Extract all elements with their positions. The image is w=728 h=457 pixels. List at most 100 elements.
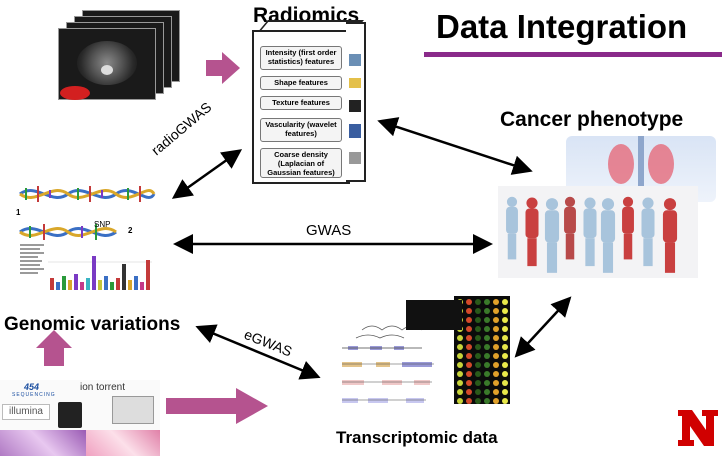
microarray-spot — [502, 317, 508, 323]
microarray-spot — [484, 317, 490, 323]
radiomics-phenotype-arrow — [377, 117, 533, 175]
microarray-spot — [475, 398, 481, 404]
microarray-spot — [502, 299, 508, 305]
tumor-segmentation — [60, 86, 90, 100]
flow-arrow-ct-to-radiomics — [206, 52, 240, 84]
dna-snp-panel: 1 2 SNP — [16, 182, 156, 294]
population-figures — [498, 186, 698, 278]
microarray-spot — [493, 344, 499, 350]
microarray-spot — [466, 344, 472, 350]
egwas-arrow — [195, 324, 321, 380]
microarray-spot — [493, 299, 499, 305]
person-figure — [506, 196, 518, 260]
microarray-spot — [502, 353, 508, 359]
transcriptomic-data-label: Transcriptomic data — [336, 428, 498, 447]
microarray-spot — [475, 353, 481, 359]
microarray-spot — [484, 308, 490, 314]
snp-label: SNP — [94, 220, 111, 229]
microarray-spot — [457, 344, 463, 350]
microarray-spot — [457, 389, 463, 395]
histology-slide — [0, 430, 86, 456]
microarray-spot — [484, 380, 490, 386]
microarray-spot — [475, 371, 481, 377]
sequencer-device — [58, 402, 82, 428]
genomic-variations-label: Genomic variations — [4, 314, 181, 335]
person-figure — [600, 198, 616, 273]
microarray-back-panel — [406, 300, 462, 330]
person-figure — [622, 196, 634, 260]
microarray-spot — [475, 299, 481, 305]
person-figure — [641, 197, 655, 267]
logo-454-sub: SEQUENCING — [12, 392, 56, 398]
microarray-spot — [466, 353, 472, 359]
microarray-spot — [493, 326, 499, 332]
unl-logo-icon — [674, 404, 722, 452]
feature-shape: Shape features — [260, 76, 342, 90]
person-figure — [544, 198, 560, 273]
flow-arrow-seq-to-transcriptomic — [166, 388, 268, 424]
microarray-spot — [484, 335, 490, 341]
logo-illumina: illumina — [2, 404, 50, 420]
logo-454: 454 — [24, 382, 40, 392]
microarray-spot — [466, 398, 472, 404]
microarray-spot — [457, 362, 463, 368]
microarray-spot — [502, 398, 508, 404]
radiogwas-arrow — [171, 149, 243, 199]
microarray-spot — [475, 380, 481, 386]
microarray-spot — [466, 335, 472, 341]
transcriptomic-phenotype-arrow — [514, 296, 572, 358]
microarray-spot — [484, 344, 490, 350]
microarray-spot — [466, 317, 472, 323]
radiomics-box-side — [346, 22, 366, 182]
flow-arrow-seq-to-genomic — [36, 330, 72, 366]
person-figure — [583, 197, 597, 267]
microarray-spot — [493, 362, 499, 368]
microarray-spot — [493, 380, 499, 386]
microarray-spot — [475, 389, 481, 395]
microarray-spot — [493, 317, 499, 323]
microarray-spot — [457, 353, 463, 359]
microarray-spot — [484, 398, 490, 404]
microarray-spot — [466, 308, 472, 314]
microarray-spot — [457, 371, 463, 377]
microarray-spot — [466, 389, 472, 395]
title-underline — [424, 52, 722, 57]
microarray-spot — [475, 326, 481, 332]
microarray-spot — [493, 389, 499, 395]
microarray-spot — [484, 362, 490, 368]
microarray-spot — [484, 371, 490, 377]
microarray-spot — [457, 335, 463, 341]
microarray-spot — [457, 380, 463, 386]
microarray-spot — [502, 308, 508, 314]
microarray-spot — [466, 326, 472, 332]
histology-slide — [86, 430, 160, 456]
microarray-spot — [502, 380, 508, 386]
helix-label-1: 1 — [16, 208, 21, 217]
microarray-spot — [484, 326, 490, 332]
microarray-spot — [502, 389, 508, 395]
microarray-spot — [502, 344, 508, 350]
person-figure — [662, 198, 678, 273]
microarray-spot — [502, 326, 508, 332]
radiomics-box: Intensity (first order statistics) featu… — [252, 30, 350, 184]
sequencer-device — [112, 396, 154, 424]
microarray-spot — [493, 335, 499, 341]
microarray-image — [454, 296, 510, 404]
transcript-isoform-diagram — [322, 318, 454, 412]
slide-title: Data Integration — [436, 8, 688, 45]
feature-texture: Texture features — [260, 96, 342, 110]
microarray-spot — [475, 308, 481, 314]
feature-vascularity: Vascularity (wavelet features) — [260, 118, 342, 142]
microarray-spot — [466, 299, 472, 305]
microarray-spot — [493, 308, 499, 314]
microarray-spot — [502, 371, 508, 377]
microarray-spot — [475, 362, 481, 368]
microarray-spot — [493, 371, 499, 377]
microarray-spot — [475, 335, 481, 341]
microarray-spot — [466, 362, 472, 368]
sequencing-platforms: 454 SEQUENCING ion torrent illumina — [0, 380, 160, 456]
microarray-spot — [475, 344, 481, 350]
helix-label-2: 2 — [128, 226, 133, 235]
microarray-spot — [493, 353, 499, 359]
